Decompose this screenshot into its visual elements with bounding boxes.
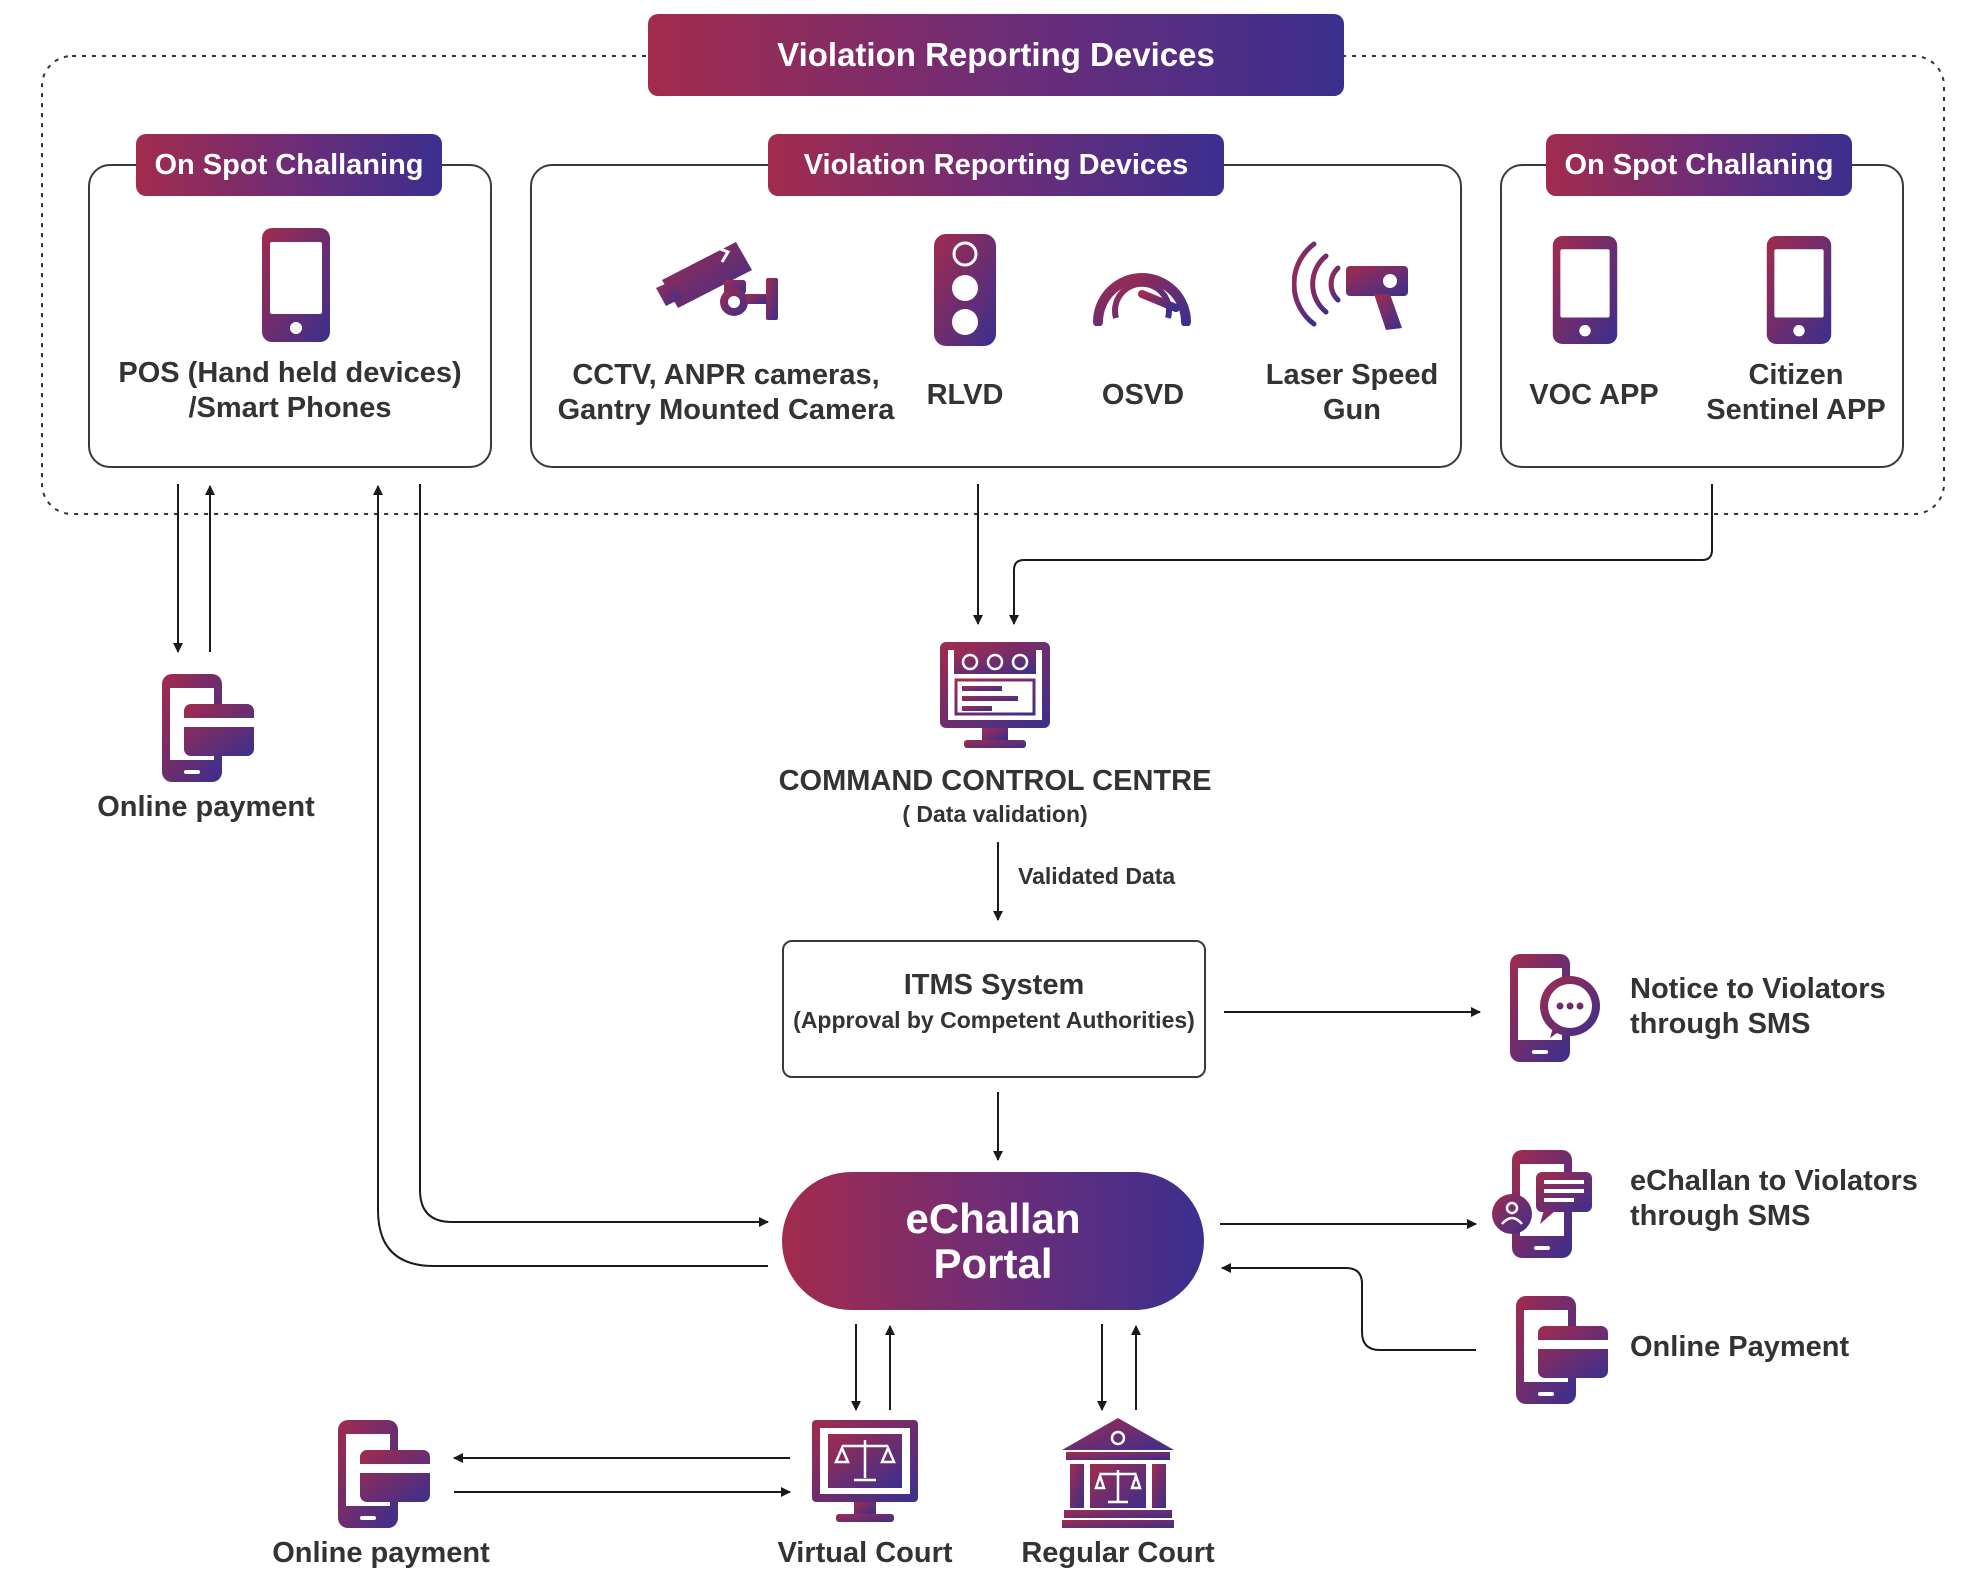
online-payment-right-icon	[1516, 1296, 1608, 1404]
online-payment-bottom-icon	[338, 1420, 430, 1528]
notice-sms-label: Notice to Violators through SMS	[1630, 973, 1886, 1041]
virtual-court-label: Virtual Court	[777, 1537, 953, 1569]
smartphone-icon	[262, 228, 330, 342]
osvd-label: OSVD	[1101, 379, 1185, 411]
arrow-payment-to-portal	[1221, 1263, 1476, 1351]
ccc-subtitle: ( Data validation)	[902, 801, 1088, 827]
itms-title: ITMS System	[903, 969, 1085, 1001]
itms-subtitle: (Approval by Competent Authorities)	[793, 1007, 1195, 1033]
online-payment-bottom-label: Online payment	[272, 1537, 490, 1569]
echallan-portal[interactable]: eChallan Portal	[782, 1172, 1204, 1310]
online-payment-right-label: Online Payment	[1630, 1331, 1850, 1363]
sms-notice-icon	[1510, 954, 1600, 1062]
echallan-sms-label: eChallan to Violators through SMS	[1630, 1165, 1918, 1233]
speedometer-icon	[1093, 265, 1191, 326]
regular-court-icon	[1062, 1418, 1174, 1528]
echallan-sms-icon	[1492, 1150, 1592, 1258]
middle-group-title: Violation Reporting Devices	[768, 134, 1224, 196]
cctv-camera-icon	[656, 242, 778, 320]
online-payment-icon	[162, 674, 254, 782]
right-group-title: On Spot Challaning	[1546, 134, 1852, 196]
arrow-apps-to-ccc	[1009, 484, 1713, 625]
left-group-title: On Spot Challaning	[136, 134, 442, 196]
arrow-portal-to-pos	[373, 485, 768, 1267]
ccc-title: COMMAND CONTROL CENTRE	[778, 765, 1212, 797]
citizen-sentinel-label: Citizen Sentinel APP	[1706, 359, 1886, 427]
laser-speed-gun-icon	[1292, 241, 1408, 330]
command-centre-monitor-icon	[940, 642, 1050, 748]
rlvd-label: RLVD	[926, 379, 1004, 411]
voc-app-smartphone-icon	[1552, 236, 1618, 344]
pos-label: POS (Hand held devices) /Smart Phones	[118, 357, 462, 425]
voc-app-label: VOC APP	[1529, 379, 1659, 411]
traffic-light-icon	[934, 234, 996, 346]
itms-box	[782, 940, 1206, 1078]
online-payment-left-label: Online payment	[97, 791, 315, 823]
arrow-pos-to-portal	[419, 484, 769, 1227]
citizen-sentinel-smartphone-icon	[1766, 236, 1832, 344]
validated-data-label: Validated Data	[1018, 863, 1176, 889]
cctv-label: CCTV, ANPR cameras, Gantry Mounted Camer…	[557, 359, 895, 427]
virtual-court-icon	[812, 1420, 918, 1522]
header-title: Violation Reporting Devices	[648, 14, 1344, 96]
regular-court-label: Regular Court	[1021, 1537, 1215, 1569]
laser-gun-label: Laser Speed Gun	[1265, 359, 1439, 427]
